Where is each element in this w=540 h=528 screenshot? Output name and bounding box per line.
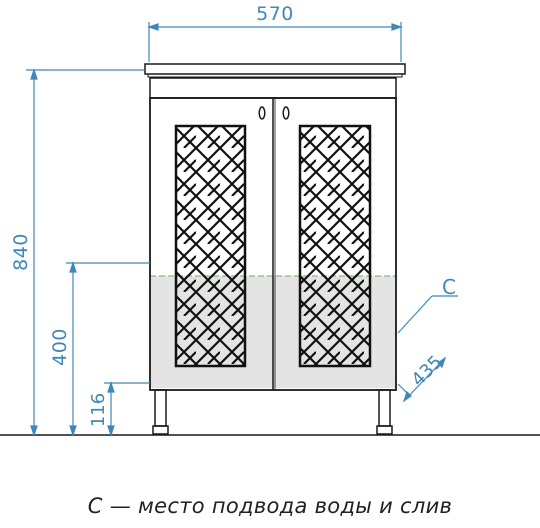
- right-door-panel: [298, 124, 372, 368]
- width-label: 570: [256, 3, 294, 25]
- height-dimension: [26, 68, 144, 437]
- countertop: [144, 63, 406, 75]
- countertop-edge: [147, 73, 403, 78]
- marker-c-leader: [397, 295, 458, 334]
- left-door-panel: [174, 124, 247, 368]
- right-handle: [282, 106, 290, 120]
- drain-height-dimension: [104, 381, 150, 437]
- caption-text: C — место подвода воды и слив: [87, 494, 453, 518]
- depth-dimension: [397, 356, 447, 403]
- right-leg: [376, 389, 393, 435]
- zone-height-dimension: [66, 261, 150, 437]
- depth-label: 435: [408, 352, 447, 391]
- top-rail: [149, 77, 397, 99]
- marker-c-label: C: [442, 275, 456, 299]
- left-leg: [152, 389, 169, 435]
- zone-height-label: 400: [49, 328, 71, 366]
- left-handle: [258, 106, 266, 120]
- drain-height-label: 116: [88, 393, 109, 427]
- width-dimension: [147, 22, 403, 62]
- height-label: 840: [10, 233, 32, 271]
